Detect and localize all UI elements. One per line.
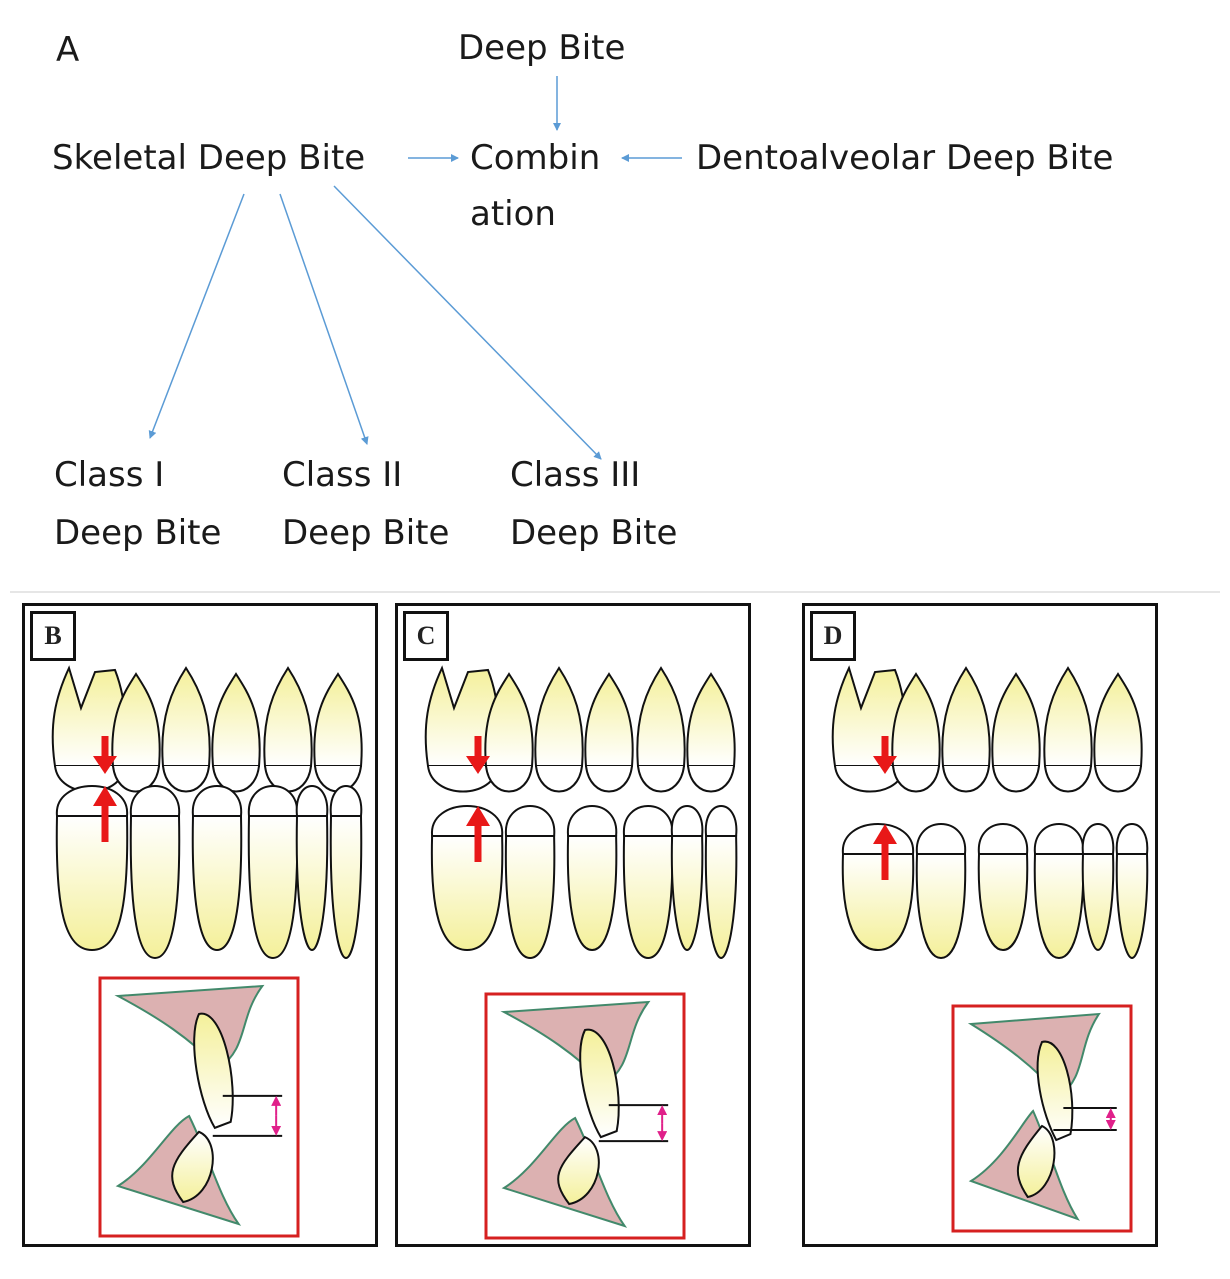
lower-tooth: [295, 785, 329, 952]
panel-b-dentition: [51, 665, 363, 1238]
upper-tooth: [161, 666, 211, 793]
upper-tooth: [313, 672, 363, 793]
lower-tooth: [55, 785, 129, 952]
panel-c: C: [395, 603, 751, 1247]
upper-tooth: [111, 672, 161, 793]
lower-tooth: [247, 785, 299, 960]
arrow-skeletal-to-class-i: [148, 193, 245, 439]
incisor-inset: [98, 976, 300, 1238]
class-i-node-line2: Deep Bite: [54, 513, 222, 553]
lower-tooth: [504, 805, 556, 960]
class-i-node-line1: Class I: [54, 455, 165, 495]
lower-tooth: [977, 823, 1029, 952]
force-arrows: [93, 736, 117, 842]
skeletal-deep-bite-node: Skeletal Deep Bite: [52, 138, 366, 178]
lower-tooth: [329, 785, 363, 960]
upper-tooth: [211, 672, 261, 793]
upper-tooth: [636, 666, 686, 793]
panel-c-label: C: [403, 611, 449, 661]
upper-tooth: [891, 672, 941, 793]
upper-tooth: [584, 672, 634, 793]
incisor-inset: [951, 1004, 1133, 1233]
lower-tooth: [622, 805, 674, 960]
panel-c-dentition: [424, 665, 738, 1240]
panel-b: B: [22, 603, 378, 1247]
dentoalveolar-deep-bite-node: Dentoalveolar Deep Bite: [696, 138, 1114, 178]
combination-node-line2: ation: [470, 194, 556, 234]
lower-tooth: [915, 823, 967, 960]
lower-tooth: [129, 785, 181, 960]
arrow-skeletal-to-class-ii: [279, 193, 369, 445]
class-ii-node-line1: Class II: [282, 455, 403, 495]
panel-b-label: B: [30, 611, 76, 661]
panel-d: D: [802, 603, 1158, 1247]
combination-node-line1: Combin: [470, 138, 601, 178]
lower-tooth: [566, 805, 618, 952]
upper-tooth: [1093, 672, 1143, 793]
incisor-inset: [484, 992, 686, 1240]
lower-tooth: [430, 805, 504, 952]
lower-tooth: [670, 805, 704, 952]
force-arrows: [873, 736, 897, 880]
class-ii-node-line2: Deep Bite: [282, 513, 450, 553]
panel-a-label: A: [56, 30, 80, 70]
upper-tooth: [686, 672, 736, 793]
panel-d-label: D: [810, 611, 856, 661]
upper-tooth: [534, 666, 584, 793]
upper-tooth: [1043, 666, 1093, 793]
lower-tooth: [191, 785, 243, 952]
upper-tooth: [941, 666, 991, 793]
lower-tooth: [704, 805, 738, 960]
upper-tooth: [263, 666, 313, 793]
lower-tooth: [1081, 823, 1115, 952]
class-iii-node-line2: Deep Bite: [510, 513, 678, 553]
deep-bite-node: Deep Bite: [458, 28, 626, 68]
panel-d-dentition: [831, 665, 1149, 1233]
panel-a-arrows: [10, 76, 1220, 593]
lower-tooth: [1033, 823, 1085, 960]
upper-tooth: [991, 672, 1041, 793]
lower-tooth: [1115, 823, 1149, 960]
class-iii-node-line1: Class III: [510, 455, 641, 495]
force-arrows: [466, 736, 490, 862]
arrow-skeletal-to-class-iii: [333, 185, 602, 460]
upper-tooth: [484, 672, 534, 793]
